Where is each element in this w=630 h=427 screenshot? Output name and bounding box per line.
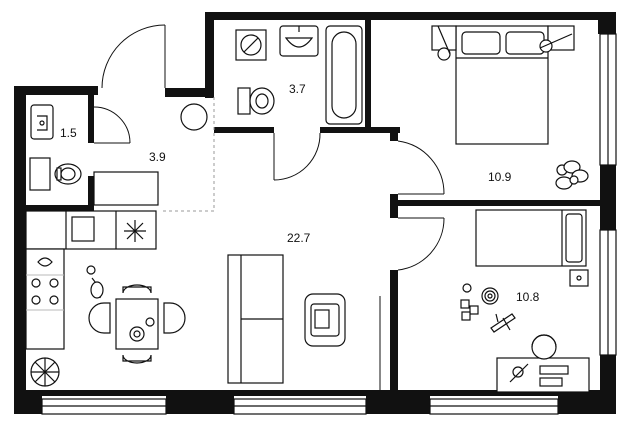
plant-bedroom	[555, 160, 589, 190]
bathroom-room	[235, 25, 363, 125]
area-labels: 1.5 3.9 3.7 22.7 10.9 10.8	[60, 82, 540, 304]
kids-room	[460, 209, 590, 393]
area-label-bedroom: 10.9	[488, 170, 512, 184]
living-kitchen-room	[25, 210, 346, 387]
doors	[93, 24, 445, 390]
area-label-hall: 3.9	[149, 150, 166, 164]
area-label-kids-room: 10.8	[516, 290, 540, 304]
windows	[41, 33, 617, 415]
hall-room	[93, 103, 208, 206]
bedroom-room	[431, 25, 589, 190]
area-label-living-kitchen: 22.7	[287, 231, 311, 245]
wc-room	[29, 104, 82, 191]
walls	[14, 12, 616, 414]
area-label-bathroom: 3.7	[289, 82, 306, 96]
area-label-wc: 1.5	[60, 126, 77, 140]
plant-kitchen	[30, 357, 60, 387]
